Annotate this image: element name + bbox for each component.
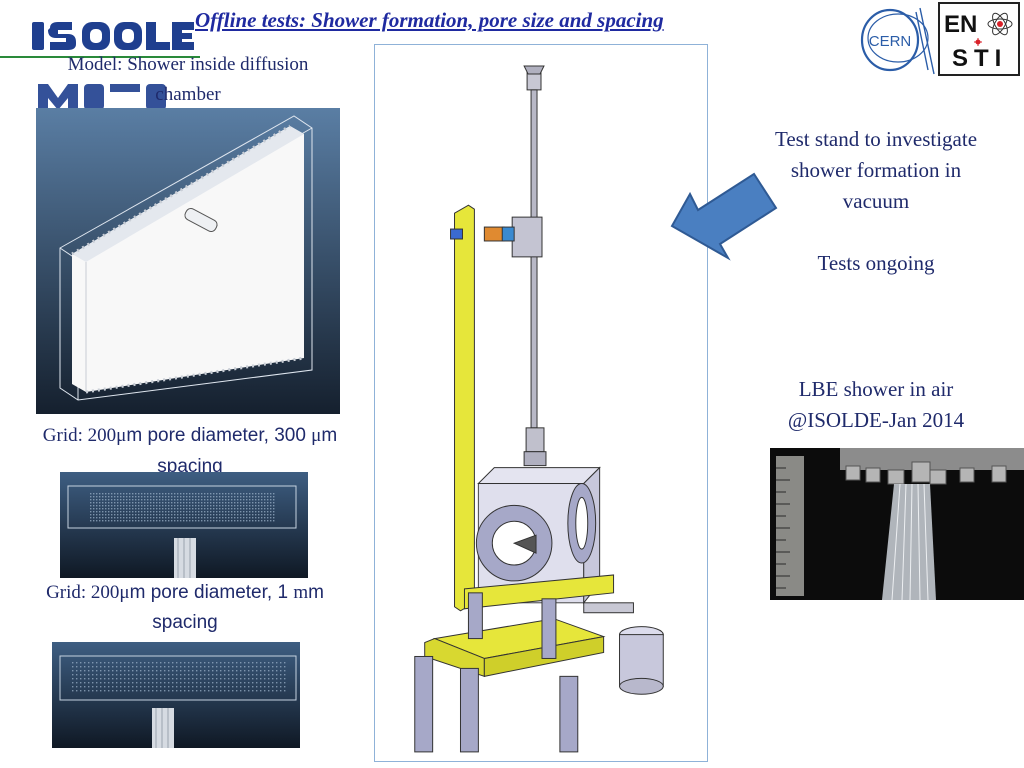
test-stand-line-3: vacuum: [842, 189, 910, 213]
tests-status: Tests ongoing: [817, 251, 935, 275]
cern-logo: CERN: [860, 7, 935, 75]
cern-logo-text: CERN: [869, 33, 912, 50]
test-stand-line-2: shower formation in: [790, 158, 962, 182]
grid-1mm-spacing-image: [52, 642, 300, 748]
isolde-logo: [32, 22, 194, 50]
atom-icon: [987, 12, 1013, 36]
grid-300um-spacing-image: [60, 472, 308, 578]
header-rule: [0, 56, 200, 58]
test-stand-line-1: Test stand to investigate: [774, 127, 978, 151]
model-caption: Model: Shower inside diffusion chamber: [67, 54, 309, 105]
isolde-logo-shadow: [38, 84, 166, 110]
slide-title: Offline tests: Shower formation, pore si…: [195, 8, 664, 32]
test-stand-drawing: [374, 44, 708, 762]
grid1-caption: Grid: 200μm pore diameter, 300 μm spacin…: [42, 425, 338, 477]
en-sti-logo: EN STI: [938, 2, 1020, 76]
test-stand-svg: [414, 65, 664, 753]
lbe-shower-caption: LBE shower in air @ISOLDE-Jan 2014: [742, 374, 1010, 436]
en-text: EN: [944, 11, 977, 38]
pointer-arrow-icon: [670, 172, 778, 261]
grid2-caption: Grid: 200μm pore diameter, 1 mm spacing: [46, 582, 324, 633]
lbe-shower-photo: [770, 448, 1024, 600]
lbe-caption-line-2: @ISOLDE-Jan 2014: [787, 408, 965, 432]
lbe-caption-line-1: LBE shower in air: [798, 377, 954, 401]
test-stand-description: Test stand to investigate shower formati…: [742, 124, 1010, 279]
sti-text: STI: [952, 45, 1007, 72]
diffusion-chamber-model-image: [36, 108, 340, 414]
